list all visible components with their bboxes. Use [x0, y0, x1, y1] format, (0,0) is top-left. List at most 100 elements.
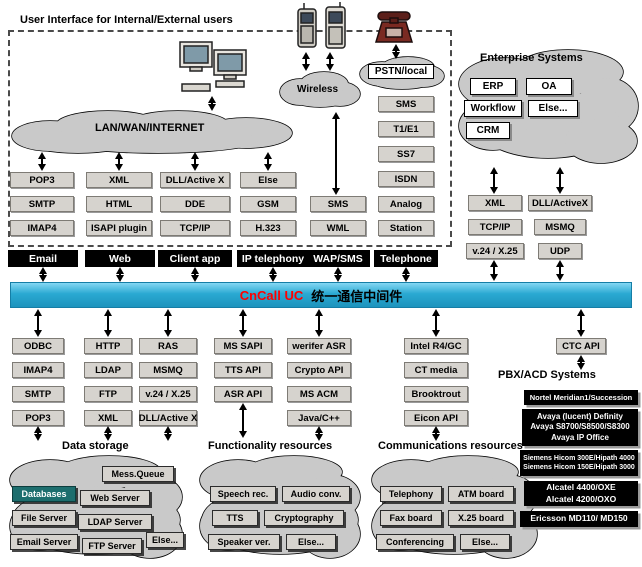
wireless-cloud-label: Wireless [297, 84, 339, 95]
flow-arrow [489, 260, 498, 281]
channel-header-wap-sms: WAP/SMS [306, 250, 370, 267]
resource-box: Speaker ver. [208, 534, 280, 550]
pbx-line: Ericsson MD110/ MD150 [530, 513, 628, 524]
protocol-box: Intel R4/GC [404, 338, 468, 354]
channel-header-email: Email [8, 250, 78, 267]
middleware-bar: CnCall UC 统一通信中间件 [10, 282, 632, 308]
protocol-box: ISDN [378, 171, 434, 187]
protocol-box: MS SAPI [214, 338, 272, 354]
protocol-box: FTP [84, 386, 132, 402]
enterprise-box-erp: ERP [470, 78, 516, 95]
resource-box: X.25 board [448, 510, 514, 526]
flow-arrow [333, 267, 342, 282]
ui-section-title: User Interface for Internal/External use… [20, 14, 233, 26]
protocol-box: WML [310, 220, 366, 236]
mobile-phones-icon [297, 2, 346, 49]
flow-arrow [555, 260, 564, 281]
flow-arrow [37, 152, 46, 171]
protocol-box: Crypto API [287, 362, 351, 378]
protocol-box: TCP/IP [160, 220, 230, 236]
enterprise-box-crm: CRM [466, 122, 510, 139]
resource-box: File Server [12, 510, 76, 526]
protocol-box: IMAP4 [10, 220, 74, 236]
protocol-box: CT media [404, 362, 468, 378]
protocol-box: H.323 [240, 220, 296, 236]
resource-box: Cryptography [264, 510, 344, 526]
resource-box: Speech rec. [210, 486, 276, 502]
resource-box: Else... [146, 532, 184, 548]
protocol-box: Analog [378, 196, 434, 212]
resource-box: Web Server [80, 490, 150, 506]
enterprise-box-else: Else... [528, 100, 578, 117]
resource-box: TTS [212, 510, 258, 526]
functionality-resources-label: Functionality resources [208, 440, 333, 452]
protocol-box: IMAP4 [12, 362, 64, 378]
protocol-box: POP3 [12, 410, 64, 426]
communications-resources-label: Communications resources [378, 440, 523, 452]
resource-box: Email Server [10, 534, 78, 550]
resource-box: Mess.Queue [102, 466, 174, 482]
resource-box: Telephony [380, 486, 442, 502]
flow-arrow [489, 167, 498, 194]
user-interface-boundary [8, 30, 452, 247]
flow-arrow [115, 267, 124, 282]
pbx-line: Avaya (lucent) Definity [537, 411, 623, 421]
flow-arrow [391, 44, 400, 59]
flow-arrow [314, 426, 323, 441]
pbx-line: Alcatel 4400/OXE [546, 482, 616, 493]
protocol-box: HTML [86, 196, 152, 212]
flow-arrow [207, 96, 216, 111]
protocol-box: ASR API [214, 386, 272, 402]
flow-arrow [163, 426, 172, 441]
pbx-box-avaya: Avaya (lucent) Definity Avaya S8700/S850… [522, 409, 638, 446]
flow-arrow [576, 309, 585, 337]
pbx-box-siemens: Siemens Hicom 300E/Hipath 4000 Siemens H… [520, 450, 638, 476]
flow-arrow [190, 152, 199, 171]
resource-box-databases: Databases [12, 486, 76, 502]
pbx-line: Alcatel 4200/OXO [545, 493, 617, 504]
protocol-box: SMTP [10, 196, 74, 212]
flow-arrow [301, 52, 310, 71]
flow-arrow [331, 112, 340, 195]
flow-arrow [114, 152, 123, 171]
channel-header-client-app: Client app [158, 250, 232, 267]
protocol-box: UDP [538, 243, 582, 259]
protocol-box: TCP/IP [468, 219, 522, 235]
pbx-acd-systems-label: PBX/ACD Systems [498, 369, 596, 381]
flow-arrow [263, 152, 272, 171]
flow-arrow [103, 309, 112, 337]
resource-box: Else... [460, 534, 510, 550]
protocol-box: v.24 / X.25 [466, 243, 524, 259]
flow-arrow [33, 426, 42, 441]
protocol-box: XML [84, 410, 132, 426]
protocol-box: LDAP [84, 362, 132, 378]
flow-arrow [401, 267, 410, 282]
pbx-line: Nortel Meridian1/Succession [529, 392, 633, 402]
protocol-box: XML [468, 195, 522, 211]
flow-arrow [431, 309, 440, 337]
data-storage-label: Data storage [62, 440, 129, 452]
flow-arrow [33, 309, 42, 337]
pbx-line: Avaya IP Office [551, 432, 609, 442]
protocol-box: SMTP [12, 386, 64, 402]
flow-arrow [268, 267, 277, 282]
pbx-box-ericsson: Ericsson MD110/ MD150 [520, 511, 638, 527]
protocol-box: DLL/Active X [139, 410, 197, 426]
protocol-box: Else [240, 172, 296, 188]
protocol-box: DLL/Active X [160, 172, 230, 188]
resource-box: ATM board [448, 486, 514, 502]
pbx-box-alcatel: Alcatel 4400/OXE Alcatel 4200/OXO [524, 481, 638, 506]
protocol-box: v.24 / X.25 [139, 386, 197, 402]
protocol-box: GSM [240, 196, 296, 212]
resource-box: LDAP Server [78, 514, 152, 530]
flow-arrow [325, 52, 334, 71]
flow-arrow [431, 426, 440, 441]
protocol-box: HTTP [84, 338, 132, 354]
enterprise-box-oa: OA [526, 78, 572, 95]
protocol-box: MSMQ [139, 362, 197, 378]
protocol-box: ODBC [12, 338, 64, 354]
enterprise-systems-label: Enterprise Systems [480, 52, 583, 64]
middleware-brand: CnCall UC [239, 287, 304, 303]
flow-arrow [555, 167, 564, 194]
